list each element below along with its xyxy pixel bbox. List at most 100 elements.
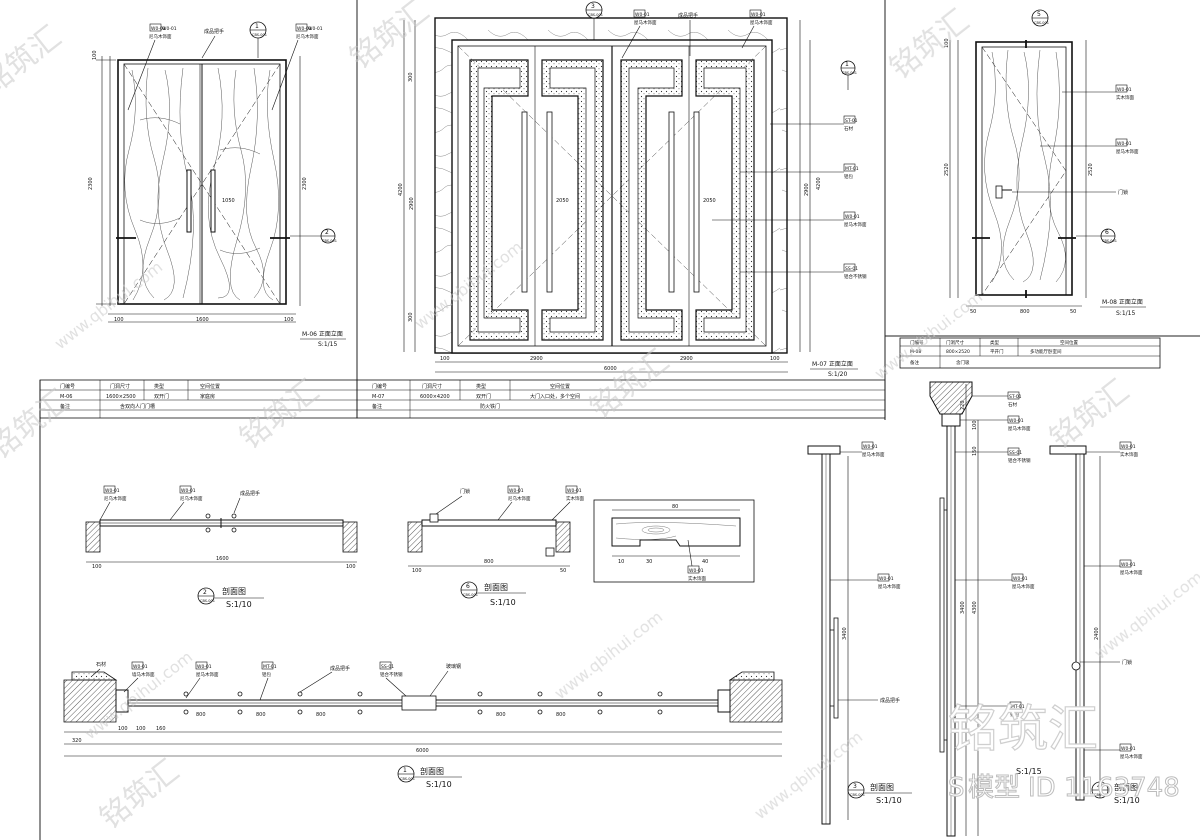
wm-site-7: www.qbihui.com (1091, 567, 1200, 663)
wm-site-5: www.qbihui.com (551, 607, 666, 703)
s1-dim-0: 320 (72, 738, 82, 744)
s2-dim-r: 100 (346, 564, 356, 570)
svg-text:屋马木饰面: 屋马木饰面 (634, 19, 657, 26)
wm-site-6: www.qbihui.com (751, 727, 866, 823)
section-5-vertical: 2400 W0-01 实木饰面 W0-01 屋马木饰面 门锁 W0-01 屋马木… (1016, 441, 1143, 801)
detail-dim-1: 30 (646, 559, 652, 565)
svg-text:屋马木饰面: 屋马木饰面 (1116, 148, 1139, 155)
t07-c-2: 双开门 (476, 393, 491, 400)
wm-logo-model: 模型 (968, 773, 1020, 803)
t07-note: 防火铁门 (480, 403, 500, 410)
v4-dim-h2: 3400 (960, 601, 966, 614)
s2-dim-l: 100 (92, 564, 102, 570)
s6-dim-r: 50 (560, 568, 566, 574)
t06-c-1: 1600×2500 (106, 394, 136, 400)
t06-h-1: 门洞尺寸 (110, 383, 130, 390)
v4-title: 剖面图 (1114, 782, 1138, 792)
wm-brand-1: 铭筑汇 (0, 19, 68, 102)
dim-m07-height: 4200 (398, 183, 404, 196)
dim-m07-bottom: 300 (408, 312, 414, 322)
v5-tag-1-label: 屋马木饰面 (1120, 569, 1143, 576)
s2-title: 剖面图 (222, 586, 246, 596)
m07-panel-2 (541, 59, 604, 341)
v5-tag-2-code: W0-01 (1121, 746, 1136, 752)
dim-m08-side-r: 50 (1070, 309, 1076, 315)
svg-text:屋马木饰面: 屋马木饰面 (844, 221, 867, 228)
dim-m06-inner: 2300 (302, 177, 308, 190)
dim-m07-side-r: 100 (770, 356, 780, 362)
dim-m06-handle-h: 1050 (222, 198, 235, 204)
t06-h-3: 空间位置 (200, 383, 220, 390)
svg-text:W0-01: W0-01 (181, 488, 196, 494)
v3-title: 剖面图 (870, 782, 894, 792)
t07-h-2: 类型 (476, 383, 486, 390)
detail-tag-label: 实木饰面 (688, 575, 706, 582)
svg-text:W0-01: W0-01 (635, 12, 650, 18)
tags-m07-right: ST-01 石材 MT-01 铝包 W0-01 屋马木饰面 SS-01 铝合不锈… (712, 115, 867, 280)
svg-text:屋马木饰面: 屋马木饰面 (196, 671, 219, 678)
s2-tags: W0-01 尼乌木饰面 W0-01 尼乌木饰面 成品把手 (99, 485, 260, 521)
wm-brand-5: 铭筑汇 (233, 373, 325, 456)
dim-m07-top: 300 (408, 72, 414, 82)
v4-num: 4 (1097, 783, 1101, 790)
svg-text:屋马木饰面: 屋马木饰面 (1012, 583, 1035, 590)
v3-tag-1-label: 屋马木饰面 (878, 583, 901, 590)
svg-text:W0-01: W0-01 (1117, 87, 1132, 93)
v5-tag-1-code: W0-01 (1121, 562, 1136, 568)
s1-dim-1: 100 (118, 726, 128, 732)
svg-text:5: 5 (1037, 11, 1041, 18)
dim-m08-height: 2520 (944, 163, 950, 176)
t08-h-2: 类型 (990, 339, 999, 346)
s6-dim-w: 800 (484, 559, 494, 565)
t06-h-0: 门编号 (60, 383, 75, 390)
t08-c-0: M-08 (910, 349, 921, 355)
svg-text:屋马木饰面: 屋马木饰面 (1008, 425, 1031, 432)
title-m07: M-07 正面立面 (812, 360, 853, 368)
detail-dim-2: 40 (702, 559, 708, 565)
dim-m07-height-r: 4200 (816, 177, 822, 190)
s2-dim-w: 1600 (216, 556, 229, 562)
dim-m07-handle-h2: 2050 (703, 198, 716, 204)
t07-c-0: M-07 (372, 394, 384, 400)
handle-label-m07: 成品把手 (678, 12, 698, 19)
scale-m06: S:1/15 (318, 341, 337, 348)
s6-ref: CBS-001 (463, 593, 478, 597)
v4-scale: S:1/10 (1114, 796, 1140, 805)
t08-c-2: 平开门 (990, 348, 1004, 355)
s2-scale: S:1/10 (226, 600, 252, 609)
callout-m07: 3 CBS-001 (585, 1, 603, 40)
tag-m07-1: W0-01 屋马木饰面 (621, 9, 657, 59)
wm-site-1: www.qbihui.com (51, 257, 166, 353)
title-m08: M-08 正面立面 (1102, 298, 1143, 306)
dim-m08-inner: 2520 (1088, 163, 1094, 176)
svg-text:1: 1 (255, 23, 259, 30)
v3-tag-1-code: W0-01 (879, 576, 894, 582)
dim-m07-mid: 2900 (804, 183, 810, 196)
elevation-m08: 100 2520 2520 50 800 50 W0-01 实木饰面 W0-01… (944, 9, 1146, 317)
s1-ref: CBS-001 (400, 777, 415, 781)
elevation-m07: 300 4200 2900 300 2900 4200 2900 2900 60… (398, 1, 867, 378)
t06-c-0: M-06 (60, 394, 72, 400)
tags-m08: W0-01 实木饰面 W0-01 屋马木饰面 门锁 (1012, 84, 1139, 196)
svg-text:W0-01: W0-01 (151, 26, 166, 32)
dim-m08-top: 100 (944, 38, 950, 48)
svg-text:MT-01: MT-01 (1011, 704, 1025, 710)
m07-handles (521, 111, 700, 293)
svg-text:W0-01: W0-01 (1009, 418, 1024, 424)
svg-text:3: 3 (591, 3, 595, 10)
handle-label-m06: 成品把手 (204, 28, 224, 35)
detail-wood: 80 10 30 40 W0-01 实木饰面 (593, 499, 755, 583)
table-m08: 门编号 门洞尺寸 类型 空间位置 M-08 800×2520 平开门 多功能厅卧… (899, 337, 1161, 369)
dim-m07-handle-h: 2050 (556, 198, 569, 204)
dim-m08-width: 800 (1020, 309, 1030, 315)
wm-brand-3: 铭筑汇 (883, 3, 975, 86)
svg-text:SS-01: SS-01 (1009, 450, 1022, 456)
v3-scale: S:1/10 (876, 796, 902, 805)
svg-text:6: 6 (1105, 229, 1109, 236)
tag-m07-2: W0-01 屋马木饰面 (741, 9, 773, 49)
detail-tag-code: W0-01 (689, 568, 704, 574)
svg-text:ST-01: ST-01 (1009, 394, 1022, 400)
wm-brand-8: 铭筑汇 (93, 753, 185, 836)
s1-scale: S:1/10 (426, 780, 452, 789)
v5-dim-h: 2400 (1094, 627, 1100, 640)
